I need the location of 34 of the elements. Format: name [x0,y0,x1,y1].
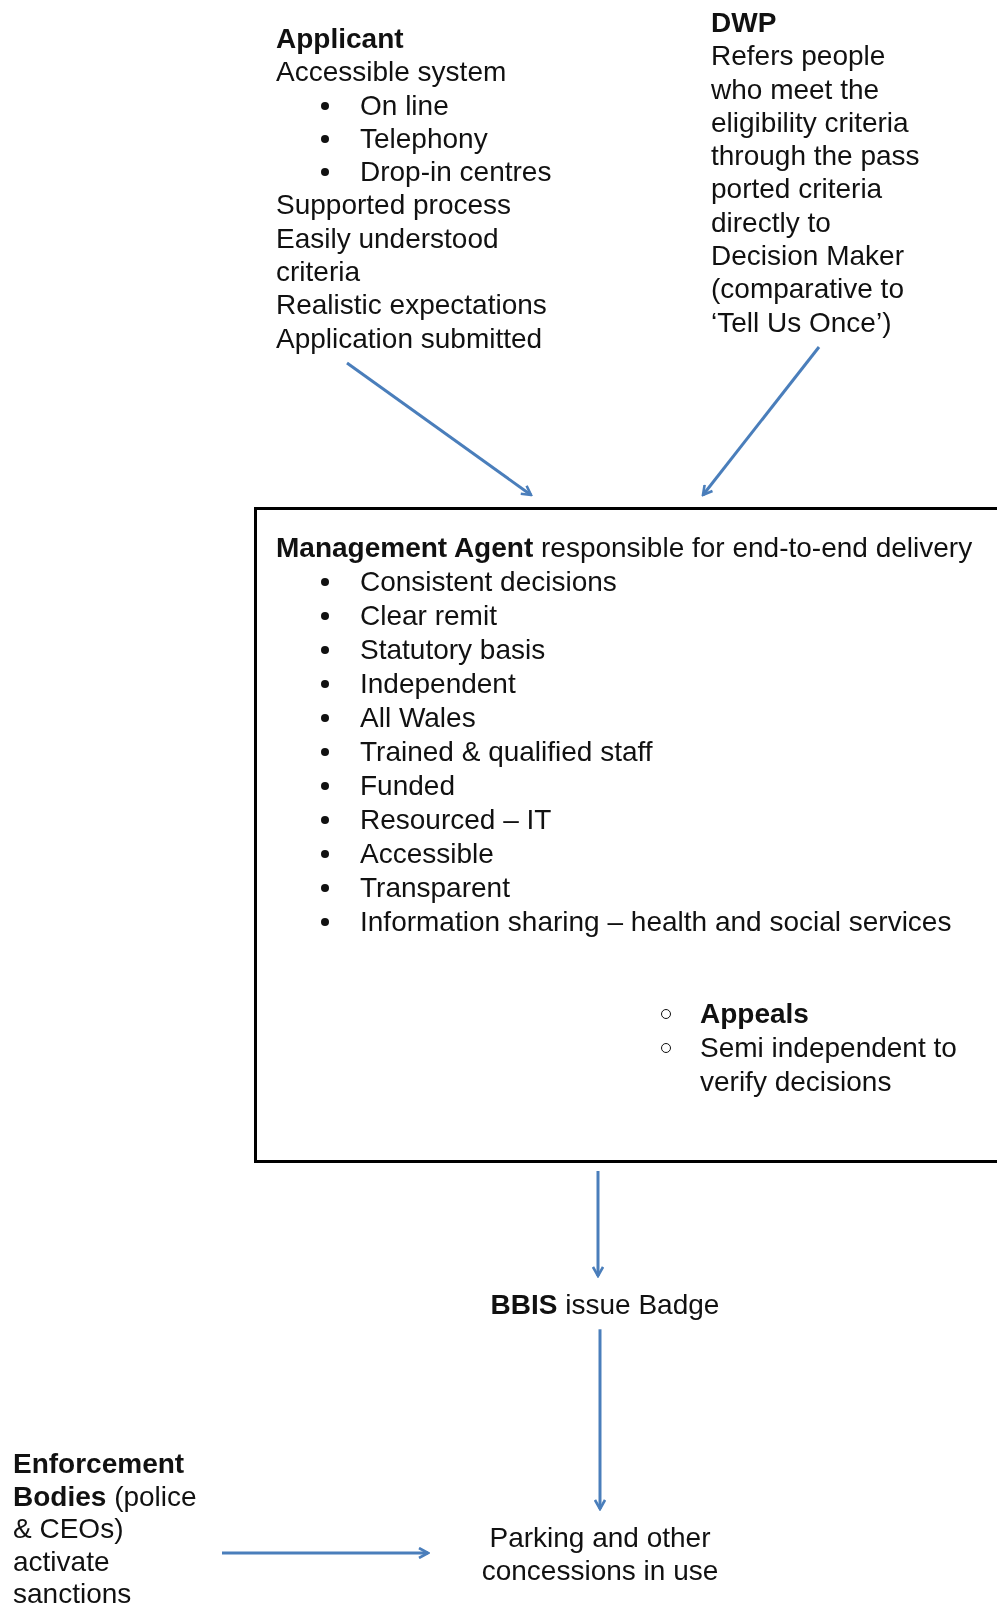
process-box [254,507,997,1163]
list-item: Drop-in centres [360,155,553,189]
text-line: Realistic expectations [276,288,548,322]
list-item: Trained & qualified staff [360,735,654,769]
list-item: Resourced – IT [360,803,553,837]
text-label: BBIS issue Badge [450,1288,760,1322]
text-line: Application submitted [276,321,544,355]
list-item: All Wales [360,701,477,735]
list-item: Consistent decisions [360,565,618,599]
text-line: Accessible system [276,55,508,89]
arrow [222,1546,430,1560]
arrow [346,361,533,497]
arrow [593,1329,607,1511]
list-item: On line [360,88,450,122]
text-label: Enforcement Bodies (police & CEOs) activate sanctions [13,1448,218,1611]
arrow [591,1171,605,1278]
list-item: Clear remit [360,599,498,633]
list-item: Independent [360,667,517,701]
list-item: Transparent [360,871,511,905]
list-item: Funded [360,769,456,803]
heading: DWP [711,6,778,40]
heading: Applicant [276,22,405,56]
list-item: Statutory basis [360,633,547,667]
list-item: Semi independent to verify decisions [700,1031,958,1099]
list-item: Accessible [360,837,495,871]
heading: Appeals [700,997,810,1031]
list-item: Telephony [360,121,489,156]
text-line: Refers people who meet the eligibility criteria through the pass ported criteria directly to Decision Maker (comparative to ‘Tell Us Once’) [711,39,921,339]
arrow [701,346,821,497]
list-item: Information sharing – health and social services [360,905,953,939]
text-line: Supported process [276,188,513,222]
heading: Management Agent responsible for end-to-end delivery [276,531,974,565]
text-label: Parking and other concessions in use [480,1521,720,1588]
text-line: Easily understood criteria [276,221,500,289]
